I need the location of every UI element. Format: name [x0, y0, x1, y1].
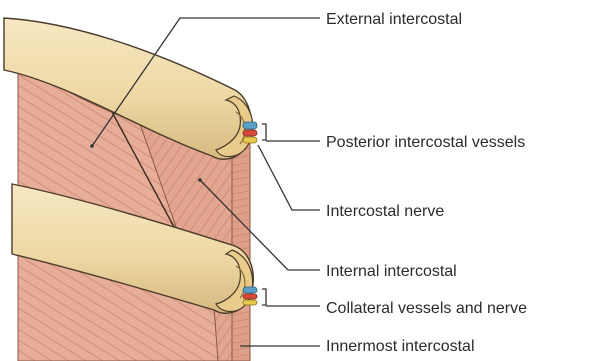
- lower-nerve: [243, 300, 257, 305]
- label-internal-intercostal: Internal intercostal: [326, 263, 457, 281]
- upper-artery: [243, 130, 257, 136]
- upper-vein: [243, 122, 257, 129]
- label-posterior-intercostal-vessels: Posterior intercostal vessels: [326, 134, 525, 152]
- label-collateral-vessels-and-nerve: Collateral vessels and nerve: [326, 300, 527, 318]
- label-intercostal-nerve: Intercostal nerve: [326, 203, 444, 221]
- lower-artery: [243, 294, 257, 299]
- upper-nerve: [243, 137, 257, 143]
- collateral-vessels-and-nerve-bundle: [243, 287, 257, 305]
- label-innermost-intercostal: Innermost intercostal: [326, 338, 475, 356]
- label-external-intercostal: External intercostal: [326, 11, 462, 29]
- posterior-intercostal-vessels-and-nerve: [243, 122, 257, 143]
- lower-vein: [243, 287, 257, 293]
